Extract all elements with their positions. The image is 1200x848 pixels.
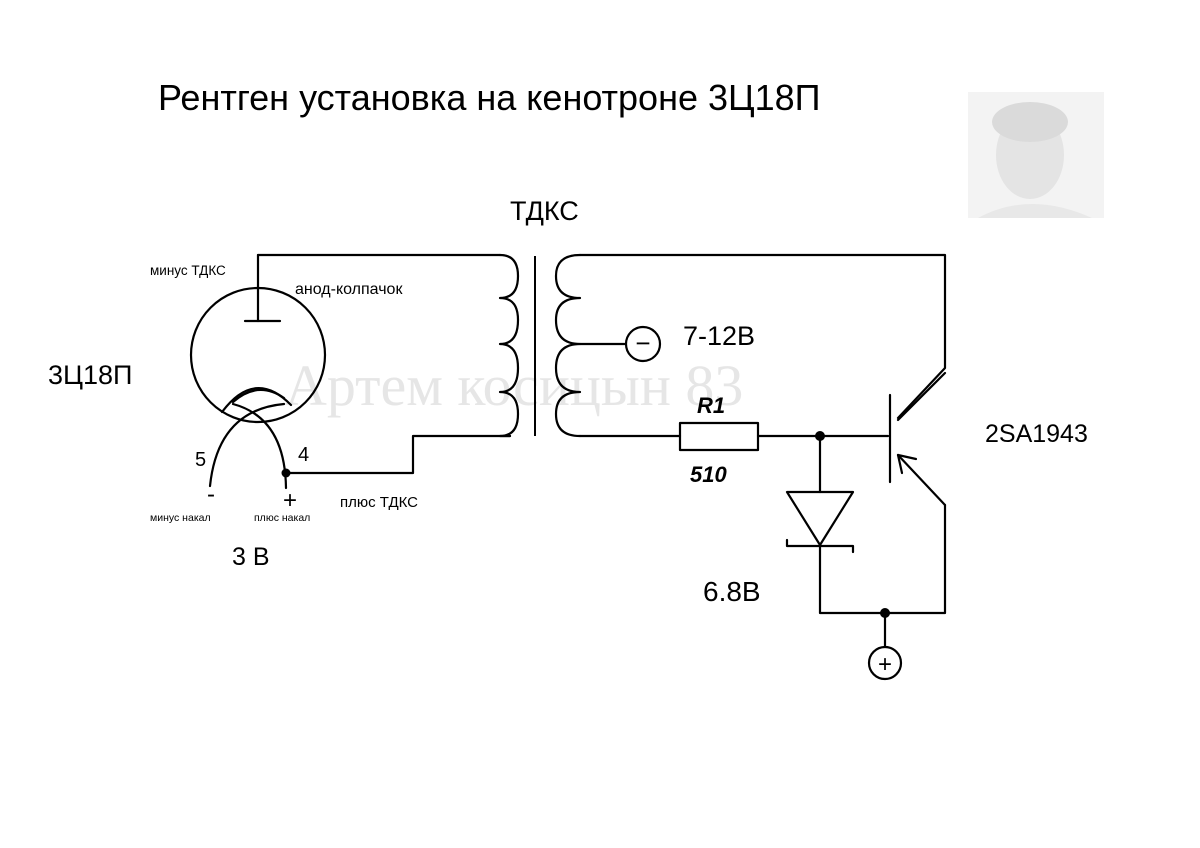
author-photo xyxy=(968,92,1104,218)
wire-emitter xyxy=(883,503,947,615)
supply-voltage-label: 7-12В xyxy=(683,321,755,351)
zener-diode xyxy=(785,490,855,554)
wire-zener-bottom xyxy=(818,544,887,615)
transformer-label: ТДКС xyxy=(510,196,579,226)
wire-plus-tdks xyxy=(284,434,512,475)
transistor-pnp xyxy=(888,371,947,507)
page-title: Рентген установка на кенотроне 3Ц18П xyxy=(158,77,821,118)
zener-voltage-label: 6.8В xyxy=(703,576,761,607)
supply-plus-terminal xyxy=(867,645,903,681)
supply-minus-symbol: − xyxy=(635,328,650,358)
plus-heater-label: плюс накал xyxy=(254,512,310,524)
supply-minus-terminal xyxy=(624,325,662,363)
heater-voltage-label: 3 В xyxy=(232,543,270,571)
plus-sign-label: + xyxy=(283,487,297,514)
pin5-label: 5 xyxy=(195,449,206,471)
resistor-ref-label: R1 xyxy=(697,393,725,418)
supply-plus-symbol: + xyxy=(878,651,892,678)
transistor-part-label: 2SA1943 xyxy=(985,420,1088,448)
tube-name-label: 3Ц18П xyxy=(48,360,132,390)
minus-sign-label: - xyxy=(207,481,215,508)
resistor-value-label: 510 xyxy=(690,462,727,487)
kenotron-tube xyxy=(189,253,327,490)
anode-cap-label: анод-колпачок xyxy=(295,281,403,298)
wire-collector xyxy=(578,253,947,420)
resistor-r1 xyxy=(678,421,760,452)
anode-minus-label: минус ТДКС xyxy=(150,263,226,278)
plus-tdks-label: плюс ТДКС xyxy=(340,494,418,511)
minus-heater-label: минус накал xyxy=(150,512,211,524)
pin4-label: 4 xyxy=(298,444,309,466)
